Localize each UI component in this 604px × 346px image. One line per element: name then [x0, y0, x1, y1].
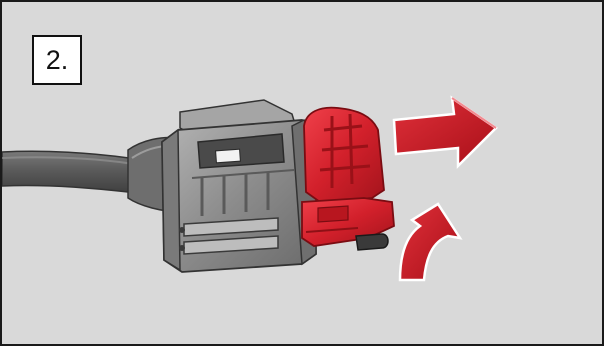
- cable: [2, 138, 182, 213]
- release-latch: [302, 108, 394, 250]
- pull-right-arrow: [394, 98, 496, 166]
- connector-housing: [162, 100, 316, 272]
- lift-up-arrow: [400, 204, 460, 280]
